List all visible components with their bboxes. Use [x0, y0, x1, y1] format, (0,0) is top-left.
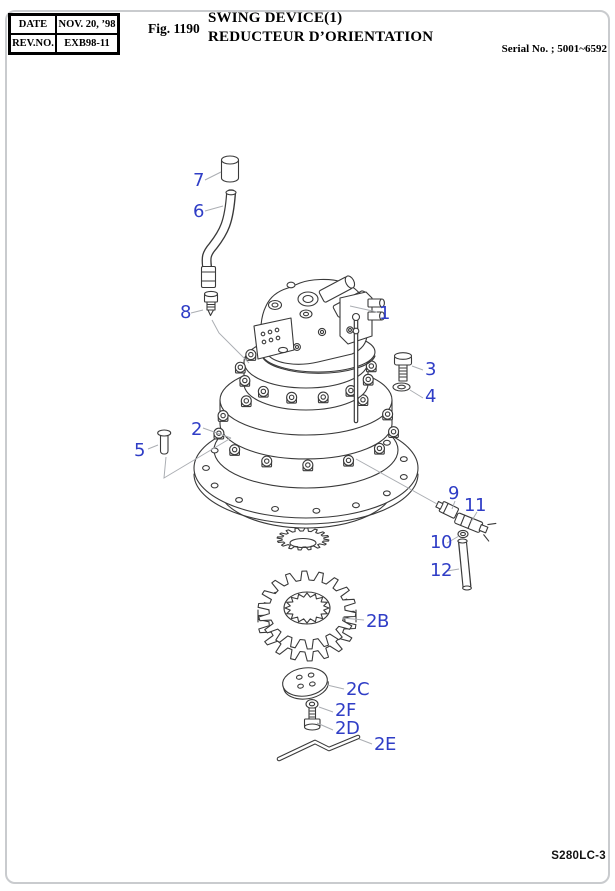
callout-2f: 2F	[335, 700, 356, 721]
callout-7: 7	[193, 170, 204, 191]
output-spline-shaft	[276, 527, 330, 551]
model-code: S280LC-3	[551, 850, 606, 862]
part-11-fitting	[454, 512, 497, 542]
figure-number: Fig. 1190	[148, 21, 200, 36]
part-2e-rod	[276, 734, 361, 762]
serial-number: Serial No. ; 5001~6592	[501, 43, 607, 55]
callout-5: 5	[134, 440, 145, 461]
callout-labels: 7 6 8 1 3 4 2 5 9 11 10 12 2B 2C 2F 2D 2…	[134, 170, 486, 755]
callout-2c: 2C	[346, 679, 369, 700]
date-label: DATE	[10, 15, 56, 34]
callout-11: 11	[464, 495, 486, 516]
revno-label: REV.NO.	[10, 34, 56, 53]
callout-3: 3	[425, 359, 436, 380]
callout-10: 10	[430, 532, 452, 553]
date-value: NOV. 20, ’98	[56, 15, 118, 34]
callout-6: 6	[193, 201, 204, 222]
part-1-swing-motor	[253, 275, 385, 424]
revision-table: DATE NOV. 20, ’98 REV.NO. EXB98-11	[8, 13, 120, 55]
part-2c-plate	[282, 667, 329, 700]
callout-2d: 2D	[335, 718, 359, 739]
callout-12: 12	[430, 560, 452, 581]
part-10-ring	[457, 529, 469, 539]
part-2f-washer	[305, 699, 319, 709]
callout-8: 8	[180, 302, 191, 323]
part-3-bolt	[393, 352, 413, 382]
part-2b-pinion-gear	[257, 570, 357, 662]
callout-4: 4	[425, 386, 436, 407]
part-8-fitting	[203, 290, 219, 317]
callout-2b: 2B	[366, 611, 389, 632]
part-9-fitting	[435, 500, 459, 519]
part-5-pin	[157, 429, 172, 455]
revno-value: EXB98-11	[56, 34, 118, 53]
part-6-pipe	[200, 189, 237, 289]
callout-1: 1	[379, 303, 390, 324]
page-frame	[5, 10, 610, 884]
part-4-washer	[392, 382, 411, 392]
callout-2e: 2E	[374, 734, 396, 755]
title-english: SWING DEVICE(1)	[208, 10, 343, 26]
callout-2: 2	[191, 419, 202, 440]
part-2d-bolt	[303, 707, 321, 731]
title-french: REDUCTEUR D’ORIENTATION	[208, 29, 434, 45]
part-12-pipe	[457, 538, 472, 591]
callout-9: 9	[448, 483, 459, 504]
part-7-cap	[220, 155, 240, 183]
leader-lines	[147, 171, 478, 745]
